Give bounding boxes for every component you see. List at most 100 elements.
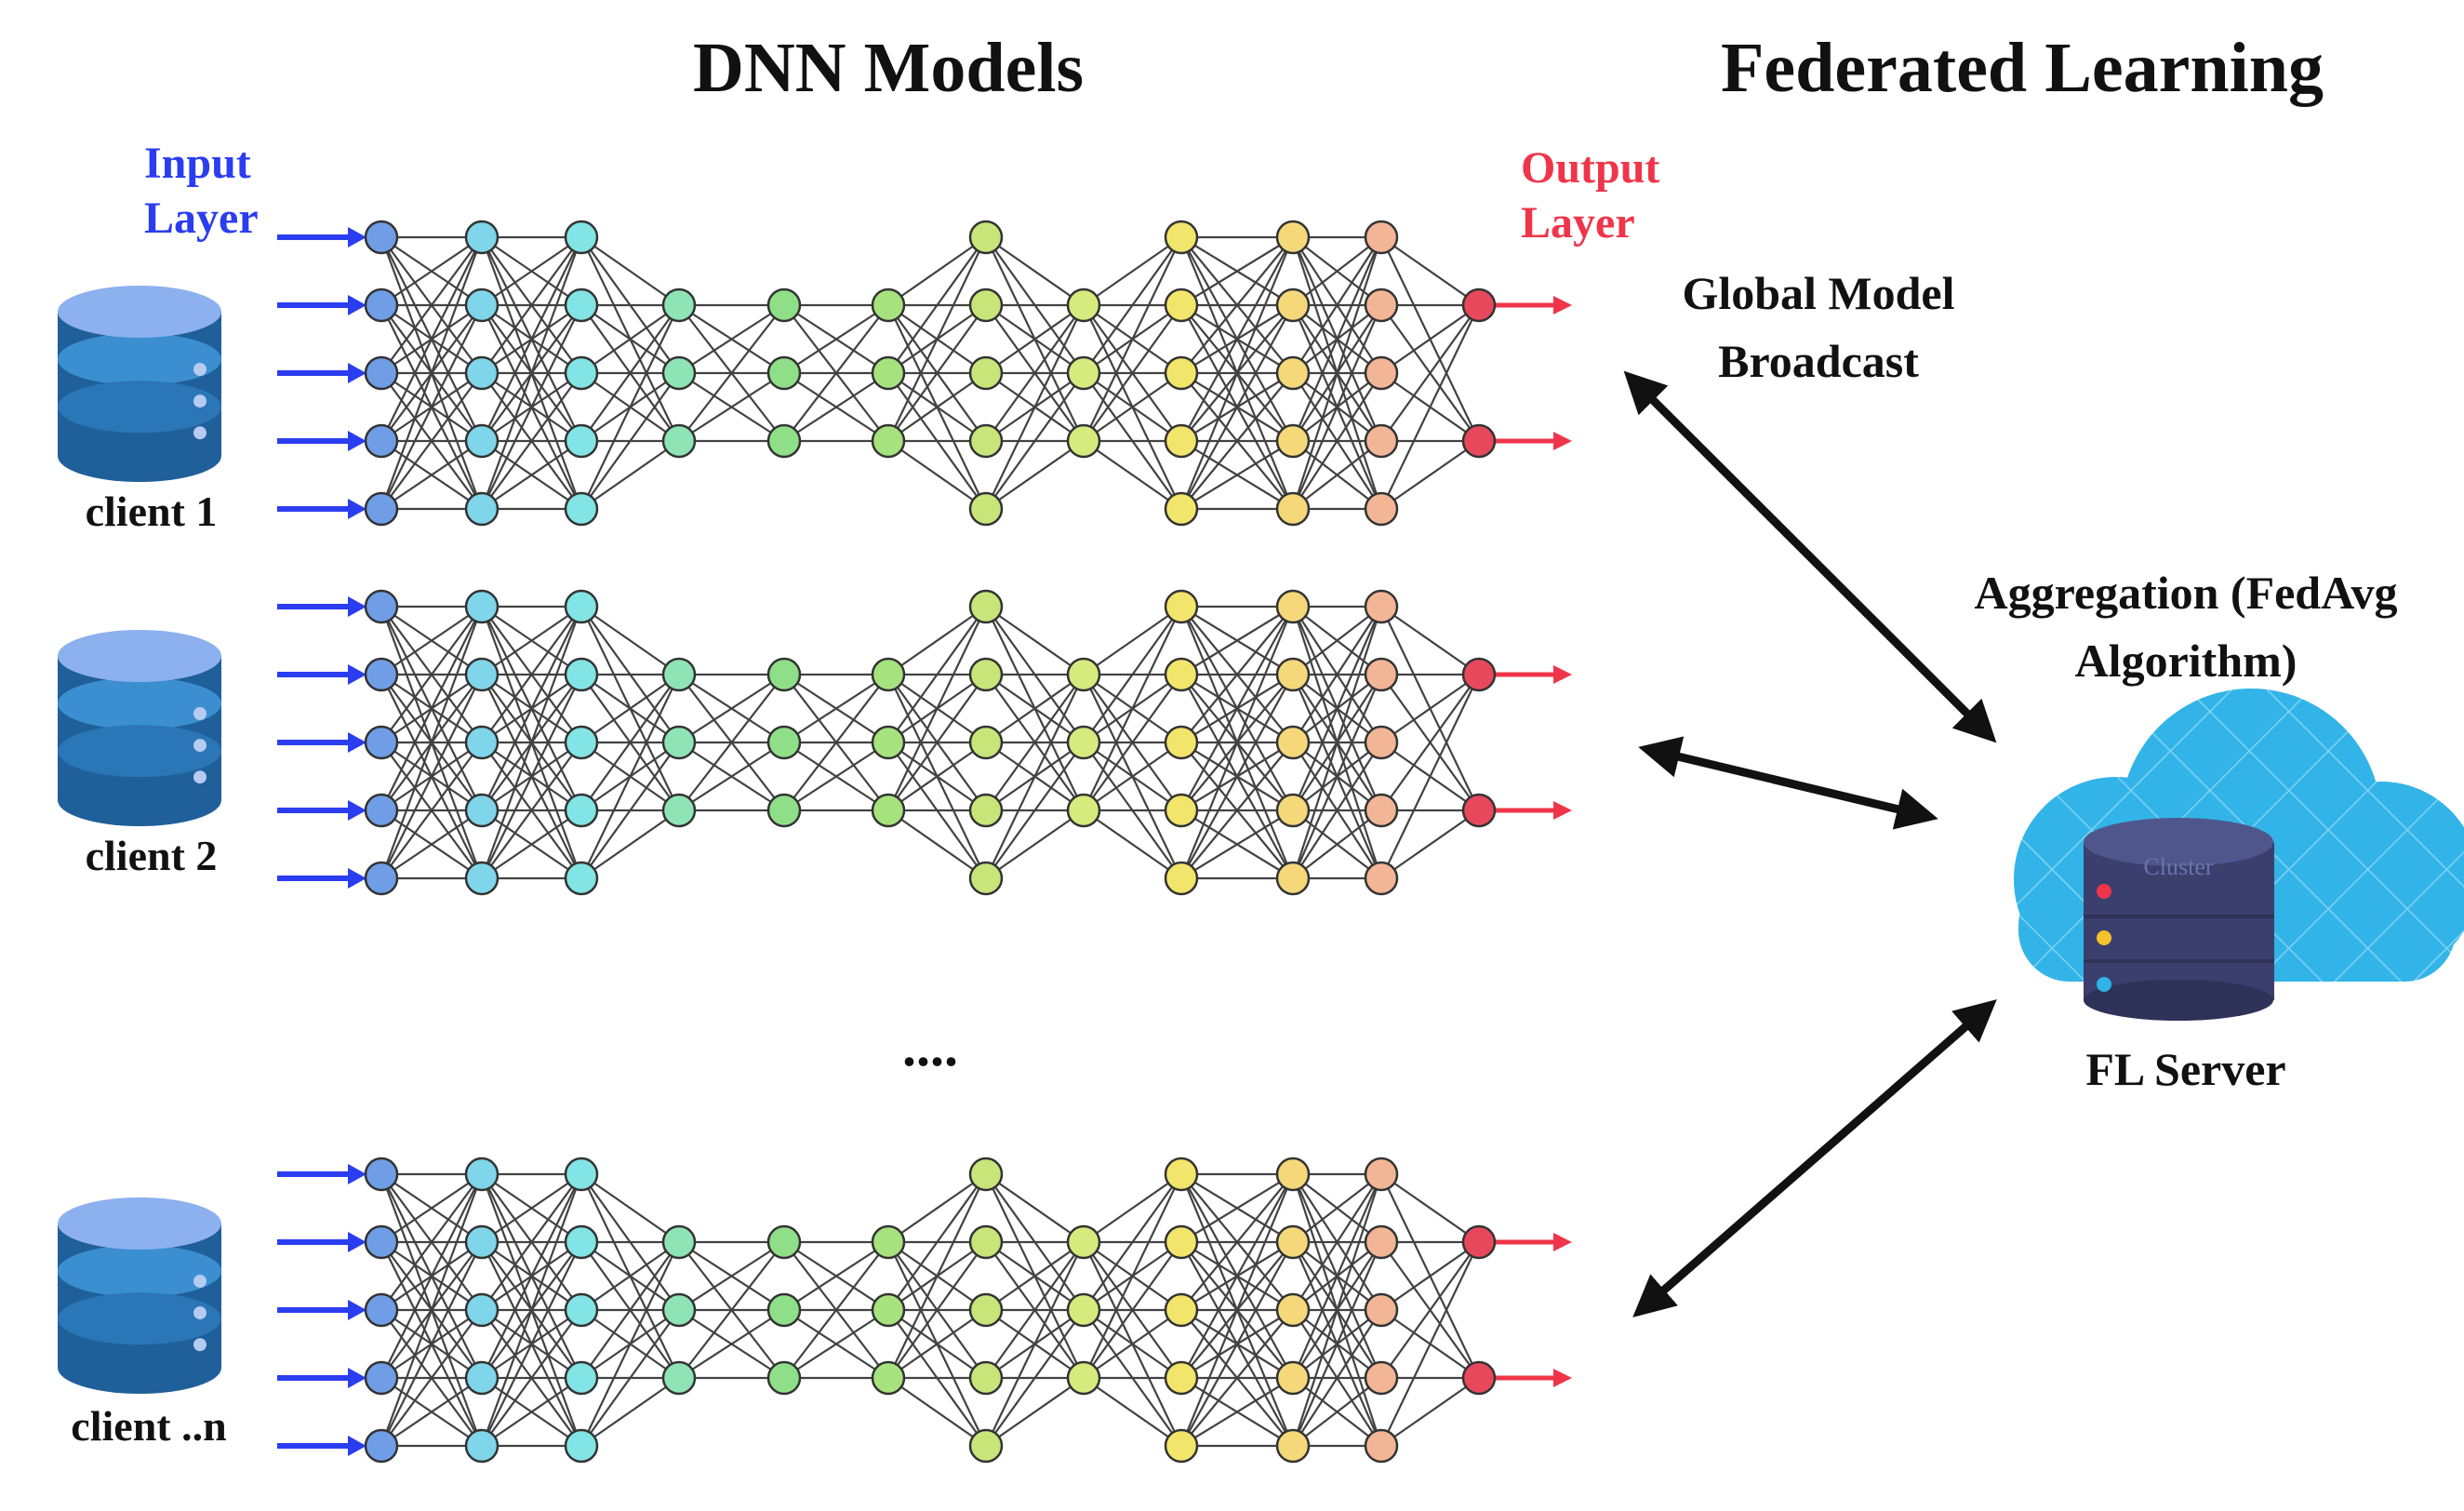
- input-arrow-head: [348, 227, 366, 247]
- output-arrow-head: [1553, 665, 1572, 684]
- network-edge: [985, 440, 1085, 510]
- network-edge: [1180, 742, 1294, 879]
- output-layer-line2: Layer: [1521, 197, 1635, 247]
- input-arrow-head: [348, 499, 366, 519]
- network-node: [1164, 1428, 1199, 1464]
- network-edge: [481, 236, 582, 306]
- network-node: [564, 861, 599, 896]
- client-2-label: client 2: [85, 832, 218, 879]
- network-node: [1461, 657, 1497, 692]
- network-edge: [481, 1309, 582, 1447]
- network-node: [564, 657, 599, 692]
- network-node: [1364, 657, 1399, 692]
- input-arrow-head: [348, 596, 366, 617]
- client-2-arrow: [1638, 736, 1938, 830]
- network-node: [1364, 861, 1399, 896]
- network-edge: [380, 304, 483, 510]
- network-node: [464, 1360, 499, 1396]
- network-edge: [985, 1241, 1085, 1311]
- network-edge: [783, 1309, 889, 1379]
- network-edge: [1292, 1173, 1382, 1311]
- input-arrow-head: [348, 1164, 366, 1184]
- network-edge: [678, 674, 785, 811]
- aggregation-line2: Algorithm): [2074, 635, 2298, 687]
- network-node: [364, 1292, 399, 1328]
- network-node: [1066, 1292, 1101, 1328]
- network-node: [364, 861, 399, 896]
- db-band: [58, 1292, 221, 1345]
- network-edge: [1180, 1173, 1294, 1379]
- network-edge: [887, 236, 987, 306]
- network-edge: [678, 304, 785, 374]
- network-edge: [887, 236, 987, 442]
- network-edge: [481, 1241, 582, 1447]
- network-node: [1275, 1360, 1311, 1396]
- network-edge: [887, 1377, 987, 1447]
- network-node: [364, 220, 399, 255]
- network-node: [968, 1428, 1004, 1464]
- db-top: [58, 1197, 221, 1250]
- network-edge: [380, 1173, 483, 1243]
- network-edge: [380, 606, 483, 743]
- network-node: [1461, 1224, 1497, 1260]
- global-model-broadcast-label: Global Model Broadcast: [1642, 268, 1995, 387]
- network-edge: [1380, 304, 1480, 442]
- network-edge: [887, 1173, 987, 1379]
- db-base: [58, 430, 221, 482]
- network-edge: [480, 606, 583, 879]
- output-layer-label: Output Layer: [1521, 143, 1660, 248]
- input-arrow-head: [348, 1436, 366, 1456]
- network-edge: [1291, 674, 1383, 879]
- network-edge: [783, 674, 889, 811]
- network-edge: [1180, 1241, 1294, 1447]
- network-node: [364, 423, 399, 459]
- network-node: [1364, 793, 1399, 828]
- dnn-network-3: [277, 1157, 1572, 1464]
- input-arrow-head: [348, 295, 366, 315]
- network-edge: [380, 1241, 483, 1447]
- dnn-networks: [277, 220, 1572, 1464]
- aggregation-line1: Aggregation (FedAvg: [1974, 567, 2398, 619]
- network-node: [1066, 355, 1101, 391]
- network-edge: [887, 440, 987, 510]
- network-edge: [380, 1173, 483, 1311]
- output-arrow-head: [1553, 801, 1572, 820]
- network-node: [661, 355, 697, 391]
- network-edge: [1083, 606, 1182, 675]
- network-node: [464, 1224, 499, 1260]
- db-top: [58, 286, 221, 338]
- network-edge: [1180, 1377, 1294, 1447]
- network-edge: [1180, 674, 1294, 879]
- network-edge: [380, 606, 484, 879]
- network-node: [464, 1292, 499, 1328]
- network-edge: [1380, 1241, 1480, 1447]
- network-edge: [1291, 1173, 1383, 1447]
- fl-server-icon: Cluster: [2014, 689, 2464, 1021]
- broadcast-line2: Broadcast: [1718, 335, 1919, 387]
- network-node: [364, 1360, 399, 1396]
- network-node: [968, 657, 1004, 692]
- network-node: [766, 1224, 802, 1260]
- server-database-icon: Cluster: [2084, 818, 2274, 1021]
- network-node: [1364, 589, 1399, 624]
- network-node: [1364, 287, 1399, 323]
- network-node: [1364, 491, 1399, 527]
- network-edge: [1083, 606, 1182, 811]
- db-light: [193, 363, 206, 376]
- network-node: [464, 1157, 499, 1192]
- network-edge: [1292, 742, 1382, 879]
- network-edge: [887, 1241, 987, 1379]
- network-edge: [1083, 440, 1182, 510]
- network-node: [1066, 793, 1101, 828]
- network-edge: [580, 1241, 680, 1379]
- network-edge: [678, 1241, 785, 1311]
- network-node: [1275, 1292, 1311, 1328]
- network-edge: [580, 742, 680, 879]
- network-node: [766, 1360, 802, 1396]
- network-node: [1364, 725, 1399, 760]
- db-base: [58, 1342, 221, 1394]
- network-node: [464, 657, 499, 692]
- network-node: [1275, 1428, 1311, 1464]
- network-edge: [985, 1241, 1085, 1447]
- output-layer-line1: Output: [1521, 143, 1660, 193]
